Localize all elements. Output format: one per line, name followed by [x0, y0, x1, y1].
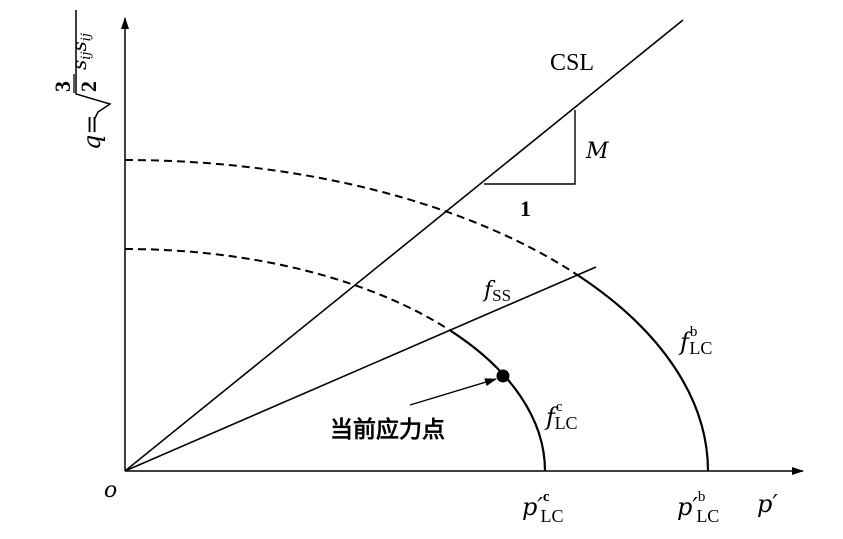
svg-text:sijsij: sijsij: [67, 33, 94, 70]
slope-label: M: [585, 139, 609, 164]
fss-label: fSS: [482, 278, 511, 305]
fss-line: [124, 266, 597, 472]
current-point-label: 当前应力点: [330, 416, 445, 443]
y-axis-label: q= 3 2 sijsij: [50, 10, 112, 150]
outer-surface-solid: [578, 275, 710, 472]
annotation-arrow: [409, 378, 497, 406]
outer-surface-dashed: [124, 159, 580, 277]
csl-label: CSL: [550, 50, 594, 76]
origin-label: o: [104, 478, 117, 503]
current-stress-point: [496, 369, 510, 383]
inner-surface-dashed: [124, 248, 452, 332]
inner-surface-solid: [449, 329, 547, 472]
svg-text:q=: q=: [78, 115, 106, 150]
svg-text:2: 2: [76, 81, 101, 92]
x-axis-label: p′: [757, 490, 778, 518]
run-label: 1: [520, 196, 531, 221]
slope-triangle: [484, 110, 576, 185]
svg-text:3: 3: [50, 81, 75, 92]
csl-line: [124, 19, 684, 472]
